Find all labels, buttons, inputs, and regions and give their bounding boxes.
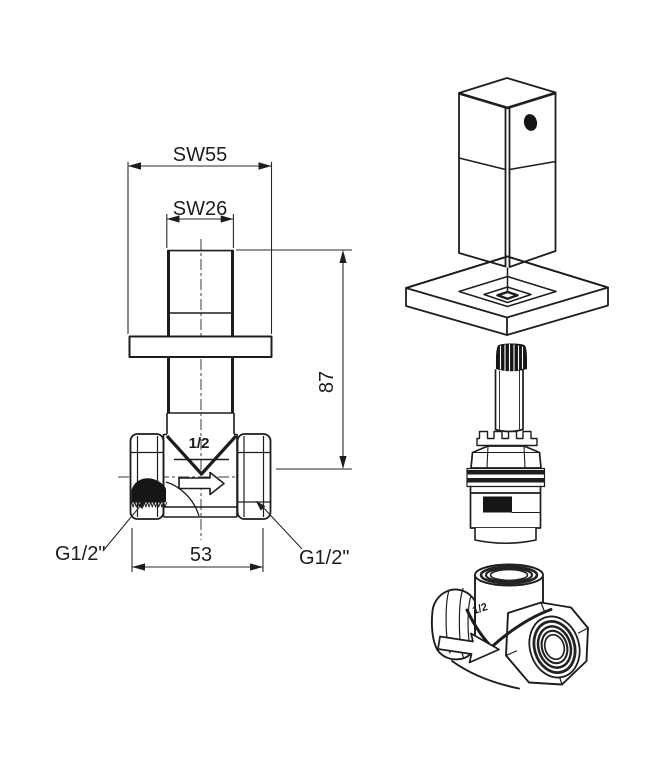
dimension-lines xyxy=(102,162,352,572)
exploded-iso-view: 1/2 xyxy=(405,77,609,690)
thread-ring xyxy=(489,568,529,582)
cartridge-knurl-ridges xyxy=(499,343,524,372)
size-marking-iso: 1/2 xyxy=(471,601,489,617)
cartridge-knurled-cap xyxy=(495,343,528,372)
plate-square-hole xyxy=(483,286,532,304)
plate-top-face xyxy=(405,255,609,336)
handle-screw-dot xyxy=(523,114,538,131)
front-view-2d: SW55 SW26 87 53 G1/2" G1/2" 1/2 xyxy=(55,144,352,572)
flow-arrow-iso xyxy=(437,632,500,664)
cartridge-port-slot xyxy=(483,496,512,513)
section-arc xyxy=(165,481,200,517)
cartridge-ring-grooves xyxy=(467,470,544,483)
dim-87: 87 xyxy=(316,371,338,393)
handle-iso xyxy=(458,77,557,268)
body-right-port-threads xyxy=(532,620,577,674)
thread-ring xyxy=(536,625,573,669)
size-marking-2d: 1/2 xyxy=(189,435,210,452)
stem-edges xyxy=(167,250,234,413)
stem-tip-in-hole xyxy=(496,290,519,300)
handle-top-face xyxy=(458,77,557,109)
object-lines xyxy=(162,249,238,518)
thread-ring xyxy=(540,629,569,665)
cartridge-hex-facets xyxy=(471,445,541,469)
escutcheon-plate-iso xyxy=(405,255,609,336)
cartridge-hex xyxy=(470,445,542,469)
valve-body-iso: 1/2 xyxy=(430,563,589,690)
thread-section-fill xyxy=(131,478,166,502)
right-hex-nut xyxy=(236,433,272,520)
plate-hole-ring xyxy=(458,275,557,308)
handle-parting-line xyxy=(458,157,557,171)
cartridge-bottom xyxy=(474,527,537,545)
cartridge-spindle-inner xyxy=(499,370,520,430)
body-underside-sweep xyxy=(451,660,520,690)
dim-sw55: SW55 xyxy=(173,144,227,166)
valve-seat-v-mark xyxy=(165,434,238,476)
body-right-hex-facets xyxy=(505,601,589,686)
handle-top-chamfer xyxy=(459,93,556,110)
thread-ring xyxy=(484,567,534,583)
cartridge-iso xyxy=(466,343,546,545)
dim-53: 53 xyxy=(190,544,212,566)
thread-label-right: G1/2" xyxy=(299,547,349,569)
handle-right-face xyxy=(508,91,557,268)
flow-arrow-2d xyxy=(178,471,225,496)
thread-ring xyxy=(479,565,539,585)
thread-label-left: G1/2" xyxy=(55,543,105,565)
cartridge-castellated-flange xyxy=(476,430,538,447)
handle-left-face xyxy=(458,92,507,268)
thread-ring xyxy=(543,633,566,661)
cartridge-body xyxy=(469,485,542,529)
thread-ring xyxy=(532,620,577,674)
wall-plate xyxy=(128,335,273,358)
body-top-port-threads xyxy=(479,565,539,585)
dim-sw26: SW26 xyxy=(173,198,227,220)
cartridge-ring-outline xyxy=(466,467,546,488)
thread-sawtooth xyxy=(131,501,168,508)
